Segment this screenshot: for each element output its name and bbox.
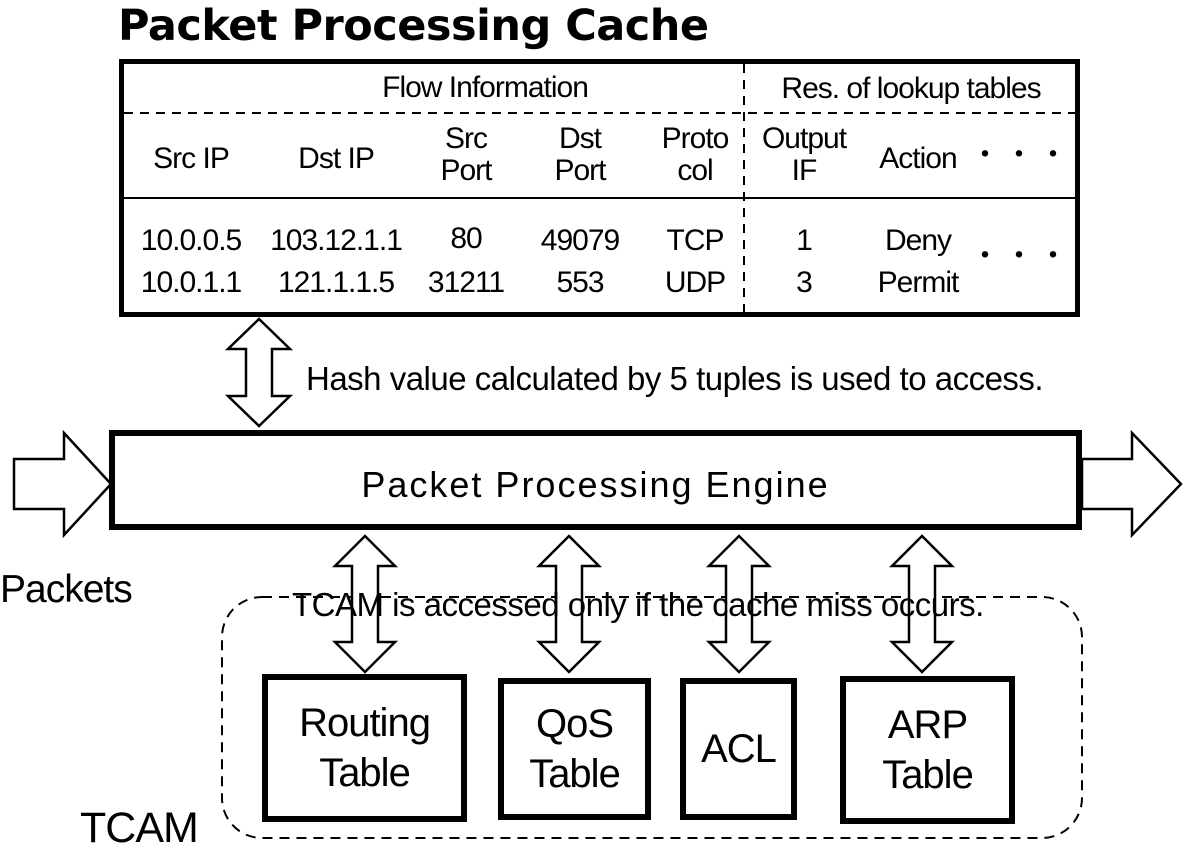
arp-table-box: ARP Table (840, 676, 1015, 824)
engine-routing-arrow (331, 534, 399, 674)
packets-label: Packets (0, 568, 133, 611)
row1-src-ip: 10.0.0.5 (140, 224, 242, 257)
col-output-if: Output IF (748, 123, 860, 187)
packet-processing-engine (109, 430, 1082, 530)
output-packet-arrow (1080, 429, 1183, 539)
qos-table-line2: Table (529, 752, 621, 796)
col-dst-port-line1: Dst (559, 122, 602, 155)
tcam-region (221, 596, 1083, 839)
qos-table-box: QoS Table (498, 678, 651, 820)
col-protocol-line2: col (677, 154, 713, 187)
row1-protocol: TCP (666, 224, 725, 257)
acl-box: ACL (680, 678, 797, 820)
input-packet-arrow (12, 429, 113, 539)
row2-dst-port: 553 (556, 266, 604, 299)
row2-output-if: 3 (796, 266, 813, 299)
col-protocol-line1: Proto (661, 122, 730, 155)
flow-information-header: Flow Information (382, 71, 589, 104)
row1-output-if: 1 (796, 224, 813, 257)
engine-label: Packet Processing Engine (361, 464, 830, 505)
lookup-results-header: Res. of lookup tables (781, 72, 1041, 105)
tcam-access-note: TCAM is accessed only if the cache miss … (292, 586, 984, 623)
routing-table-line1: Routing (299, 701, 431, 745)
col-protocol: Proto col (645, 123, 745, 187)
hash-access-note: Hash value calculated by 5 tuples is use… (306, 360, 1044, 397)
cache-table (119, 59, 1080, 317)
col-output-if-line1: Output (761, 122, 847, 155)
row1-dst-port: 49079 (540, 224, 620, 257)
col-dst-port-line2: Port (554, 154, 606, 187)
arp-table-line1: ARP (887, 703, 968, 747)
acl-label: ACL (701, 727, 777, 771)
row1-src-port: 80 (450, 222, 482, 255)
col-src-ip: Src IP (153, 142, 230, 175)
col-src-port: Src Port (416, 123, 516, 187)
col-dst-port: Dst Port (530, 123, 630, 187)
diagram-title: Packet Processing Cache (118, 1, 709, 51)
row2-protocol: UDP (664, 266, 726, 299)
row1-dst-ip: 103.12.1.1 (270, 224, 403, 257)
tcam-label: TCAM (80, 804, 199, 852)
arp-table-line2: Table (882, 753, 974, 797)
col-action: Action (879, 142, 957, 175)
col-output-if-line2: IF (791, 154, 818, 187)
routing-table-box: Routing Table (262, 674, 467, 822)
engine-arp-arrow (888, 534, 956, 674)
routing-table-line2: Table (319, 751, 411, 795)
cache-engine-arrow (224, 317, 294, 428)
qos-table-line1: QoS (535, 702, 614, 746)
engine-qos-arrow (535, 534, 603, 674)
row2-action: Permit (877, 266, 960, 299)
col-dst-ip: Dst IP (298, 142, 375, 175)
engine-acl-arrow (705, 534, 773, 674)
col-more-ellipsis: ・・・ (970, 139, 1072, 172)
row1-action: Deny (884, 224, 952, 257)
row2-src-port: 31211 (427, 266, 505, 299)
col-src-port-line2: Port (440, 154, 492, 187)
col-src-port-line1: Src (445, 122, 488, 155)
row-more-ellipsis: ・・・ (970, 240, 1072, 273)
row2-dst-ip: 121.1.1.5 (277, 266, 395, 299)
row2-src-ip: 10.0.1.1 (140, 266, 242, 299)
